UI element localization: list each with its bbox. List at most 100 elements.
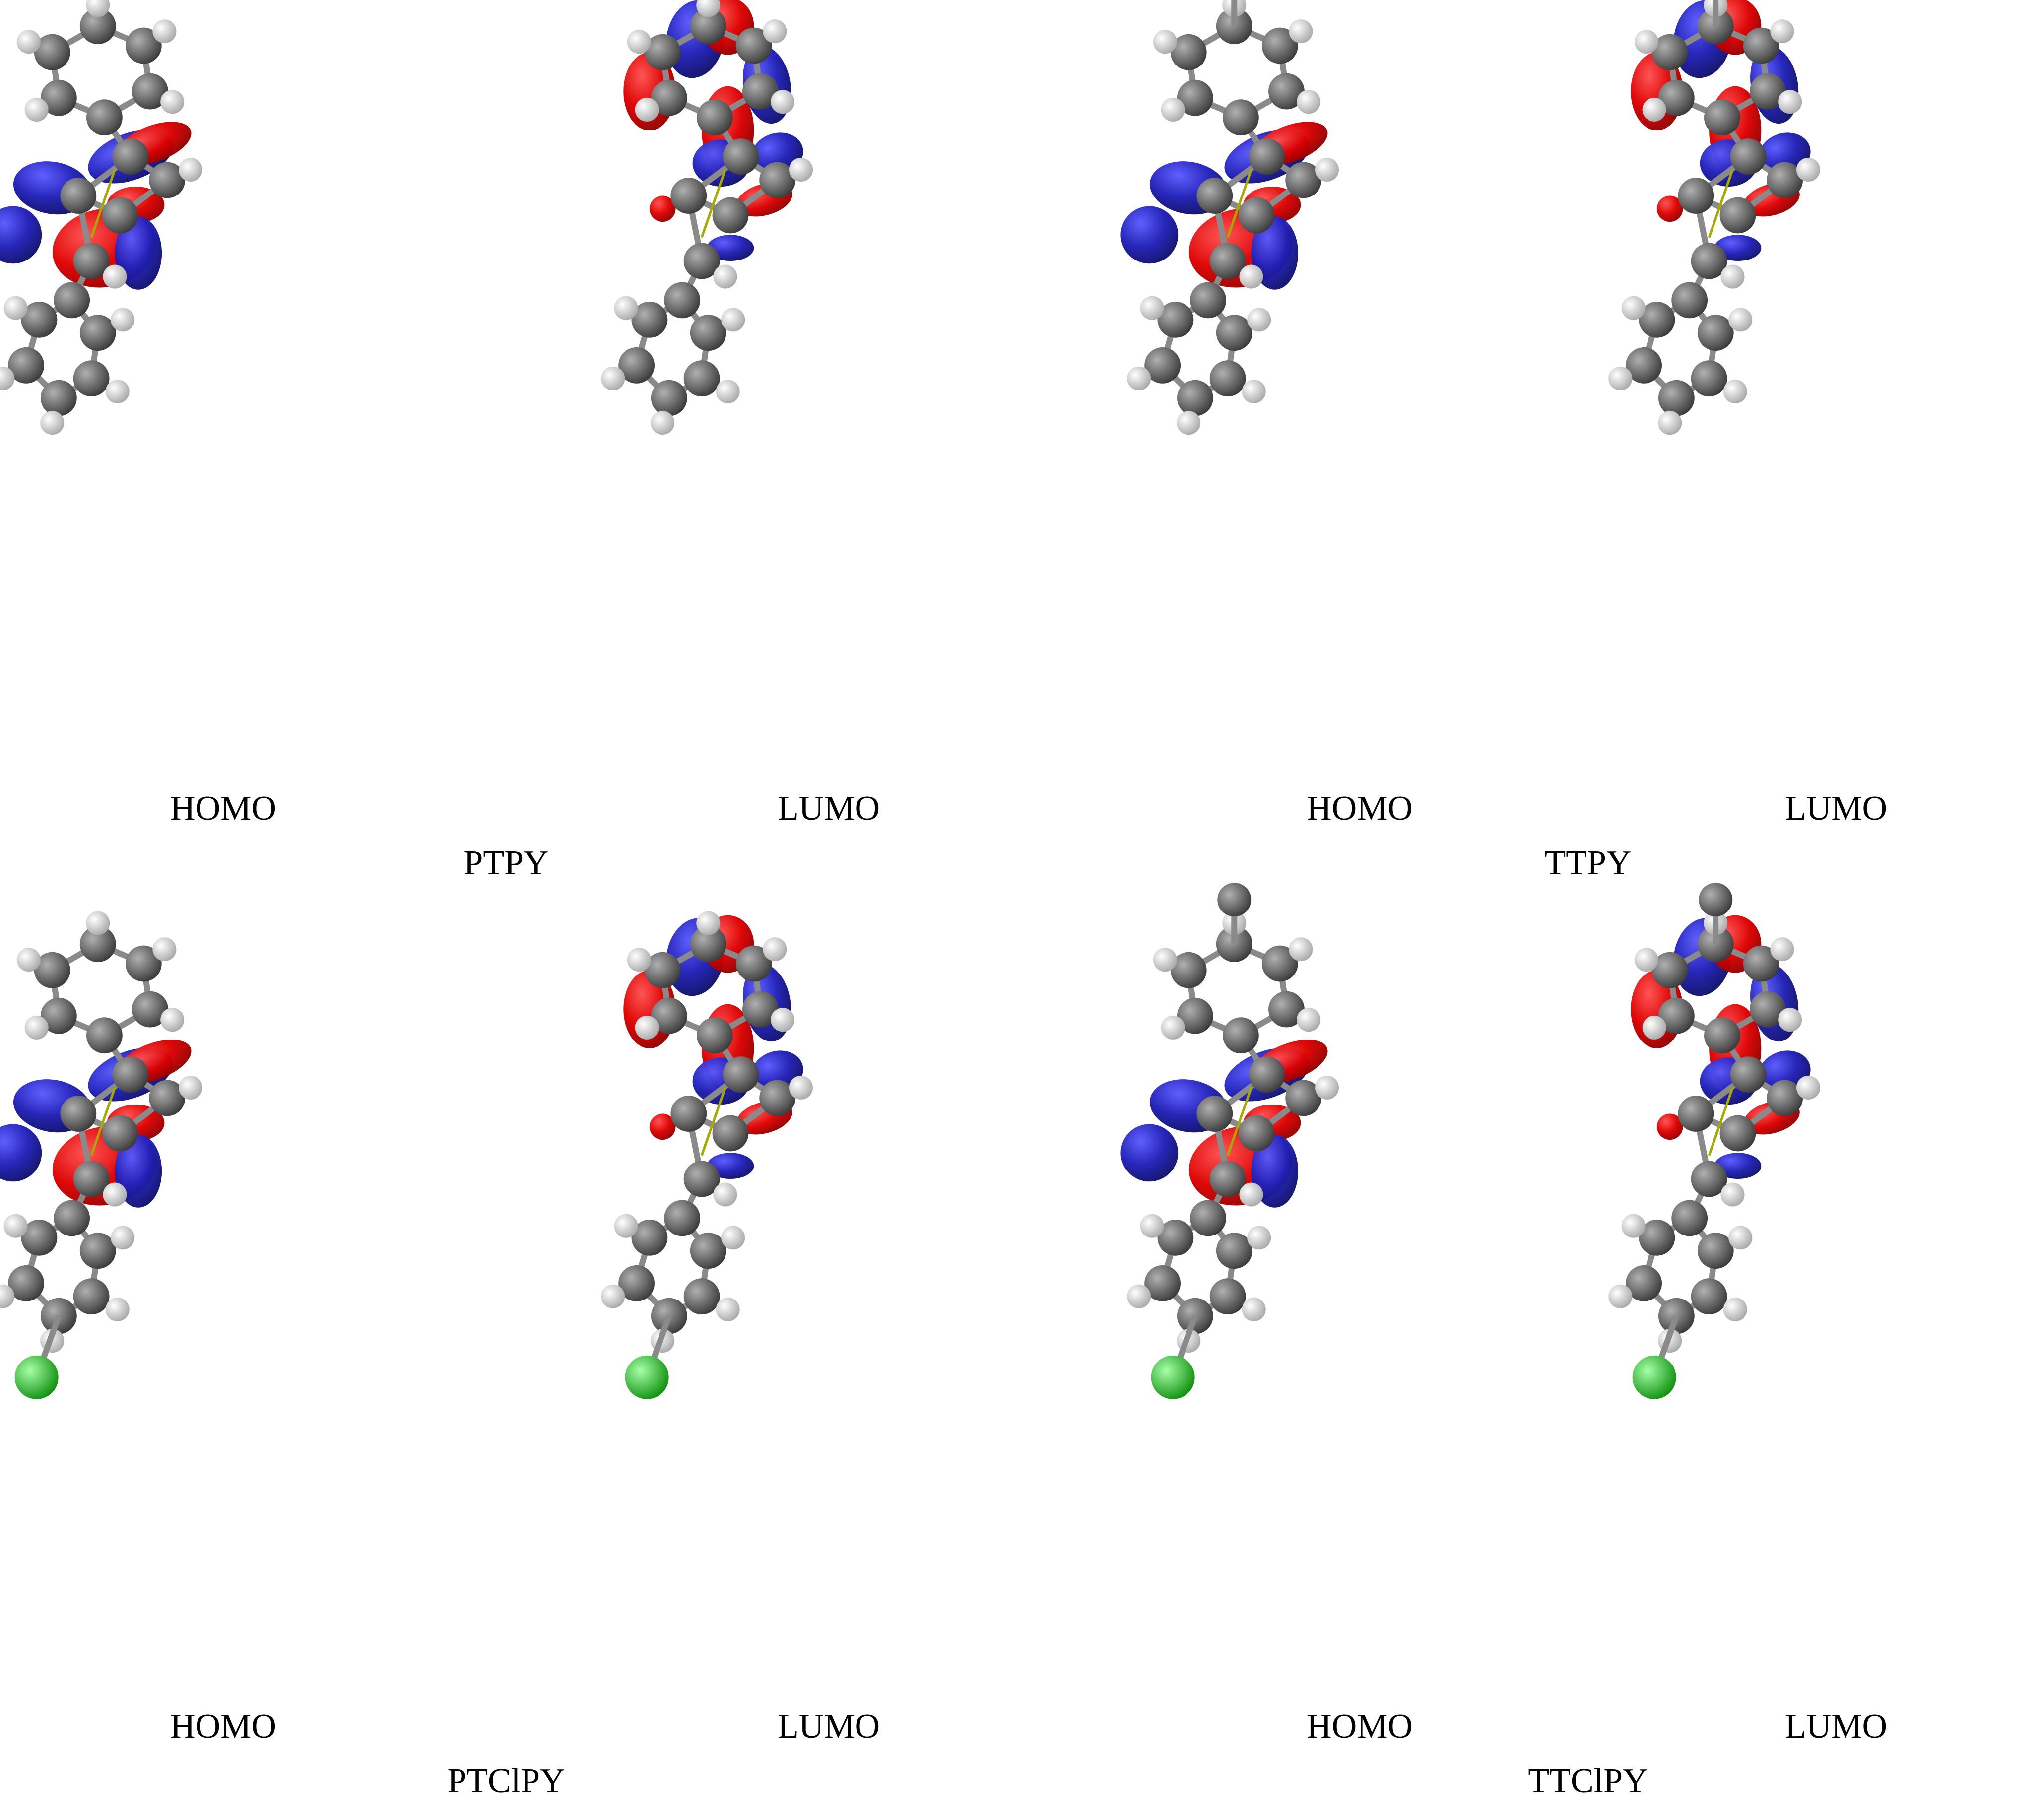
orbital-label: HOMO — [170, 1707, 276, 1746]
hydrogen-atom — [696, 0, 721, 17]
carbon-atom — [1626, 347, 1662, 384]
hydrogen-atom — [1247, 308, 1271, 332]
carbon-atom — [1639, 301, 1675, 338]
carbon-atom — [40, 997, 77, 1034]
hydrogen-atom — [1658, 411, 1682, 435]
hydrogen-atom — [1127, 1284, 1151, 1308]
hydrogen-atom — [1140, 1214, 1164, 1238]
hydrogen-atom — [716, 380, 740, 403]
carbon-atom — [1157, 1219, 1194, 1256]
orbital-lobe-positive — [649, 195, 676, 222]
hydrogen-atom — [771, 90, 795, 114]
carbon-atom — [149, 1080, 186, 1116]
carbon-atom — [1704, 99, 1740, 136]
hydrogen-atom — [152, 19, 177, 44]
hydrogen-atom — [1242, 1298, 1266, 1321]
carbon-atom — [1730, 1056, 1767, 1093]
hydrogen-atom — [1621, 296, 1646, 320]
hydrogen-atom — [763, 19, 787, 44]
carbon-atom — [1268, 73, 1305, 110]
orbital-lobe-negative — [1714, 1153, 1762, 1179]
orbital-lobe-negative — [1251, 1134, 1299, 1208]
orbital-lobe-negative — [115, 216, 162, 290]
carbon-atom — [1285, 1080, 1322, 1116]
orbital-label: HOMO — [170, 789, 276, 828]
carbon-atom — [742, 991, 779, 1028]
carbon-atom — [1249, 138, 1285, 175]
mo-panel-ptclpy-homo — [0, 911, 202, 1399]
carbon-atom — [697, 99, 733, 136]
carbon-atom — [112, 1056, 149, 1093]
hydrogen-atom — [1289, 19, 1313, 44]
mo-panel-ptclpy-lumo — [601, 911, 813, 1399]
transition-arrow — [1708, 169, 1734, 238]
carbon-atom — [1238, 197, 1275, 234]
carbon-atom — [759, 162, 796, 198]
hydrogen-atom — [1728, 1226, 1753, 1250]
hydrogen-atom — [103, 1182, 127, 1207]
orbital-label: HOMO — [1307, 1707, 1413, 1746]
carbon-atom — [1743, 945, 1779, 982]
hydrogen-atom — [713, 264, 737, 289]
carbon-atom — [1691, 1278, 1727, 1315]
carbon-atom — [690, 926, 726, 962]
orbital-lobe-negative — [1251, 216, 1299, 290]
carbon-atom — [651, 997, 687, 1034]
hydrogen-atom — [24, 97, 49, 122]
carbon-atom — [1719, 197, 1756, 234]
orbital-lobe-negative — [115, 1134, 162, 1208]
hydrogen-atom — [86, 0, 110, 17]
carbon-atom — [735, 945, 772, 982]
transition-arrow — [700, 1087, 726, 1156]
carbon-atom — [1209, 360, 1246, 397]
orbital-label: LUMO — [777, 1707, 880, 1746]
carbon-atom — [60, 1096, 97, 1132]
carbon-atom — [1697, 315, 1734, 351]
orbital-lobe-positive — [1656, 1113, 1683, 1140]
mo-panel-ttclpy-homo — [1120, 883, 1339, 1399]
chlorine-atom — [1632, 1355, 1676, 1399]
hydrogen-atom — [1634, 948, 1658, 972]
mo-panel-ttpy-homo — [1120, 0, 1339, 435]
hydrogen-atom — [763, 937, 787, 962]
carbon-atom — [125, 945, 162, 982]
carbon-atom — [1268, 991, 1305, 1028]
carbon-atom — [670, 178, 707, 214]
carbon-atom — [1177, 380, 1213, 416]
hydrogen-atom — [1608, 366, 1633, 390]
hydrogen-atom — [1723, 1298, 1747, 1321]
hydrogen-atom — [1770, 937, 1794, 962]
hydrogen-atom — [24, 1015, 49, 1040]
hydrogen-atom — [86, 911, 110, 935]
carbon-atom — [1144, 1265, 1181, 1301]
carbon-atom — [1285, 162, 1322, 198]
carbon-atom — [1238, 1115, 1275, 1152]
hydrogen-atom — [40, 411, 65, 435]
hydrogen-atom — [1770, 19, 1794, 44]
hydrogen-atom — [601, 1284, 625, 1308]
carbon-atom — [712, 1115, 749, 1152]
carbon-atom — [86, 1017, 123, 1054]
orbital-lobe-negative — [707, 1153, 754, 1179]
hydrogen-atom — [716, 1298, 740, 1321]
carbon-atom — [723, 138, 759, 175]
hydrogen-atom — [1315, 1075, 1339, 1100]
hydrogen-atom — [178, 157, 202, 182]
carbon-atom — [690, 315, 726, 351]
carbon-atom — [54, 282, 90, 319]
carbon-atom — [1223, 1017, 1259, 1054]
orbital-lobe-negative — [1120, 206, 1179, 264]
carbon-atom — [1767, 1080, 1803, 1116]
carbon-atom — [73, 360, 110, 397]
hydrogen-atom — [1796, 157, 1820, 182]
hydrogen-atom — [614, 296, 638, 320]
carbon-atom — [1691, 360, 1727, 397]
orbital-lobe-negative — [707, 235, 754, 261]
hydrogen-atom — [1153, 30, 1177, 54]
carbon-atom — [1190, 282, 1227, 319]
carbon-atom — [683, 243, 720, 279]
carbon-atom — [1261, 945, 1298, 982]
orbital-lobe-negative — [0, 1124, 42, 1182]
hydrogen-atom — [111, 1226, 135, 1250]
hydrogen-atom — [627, 948, 651, 972]
